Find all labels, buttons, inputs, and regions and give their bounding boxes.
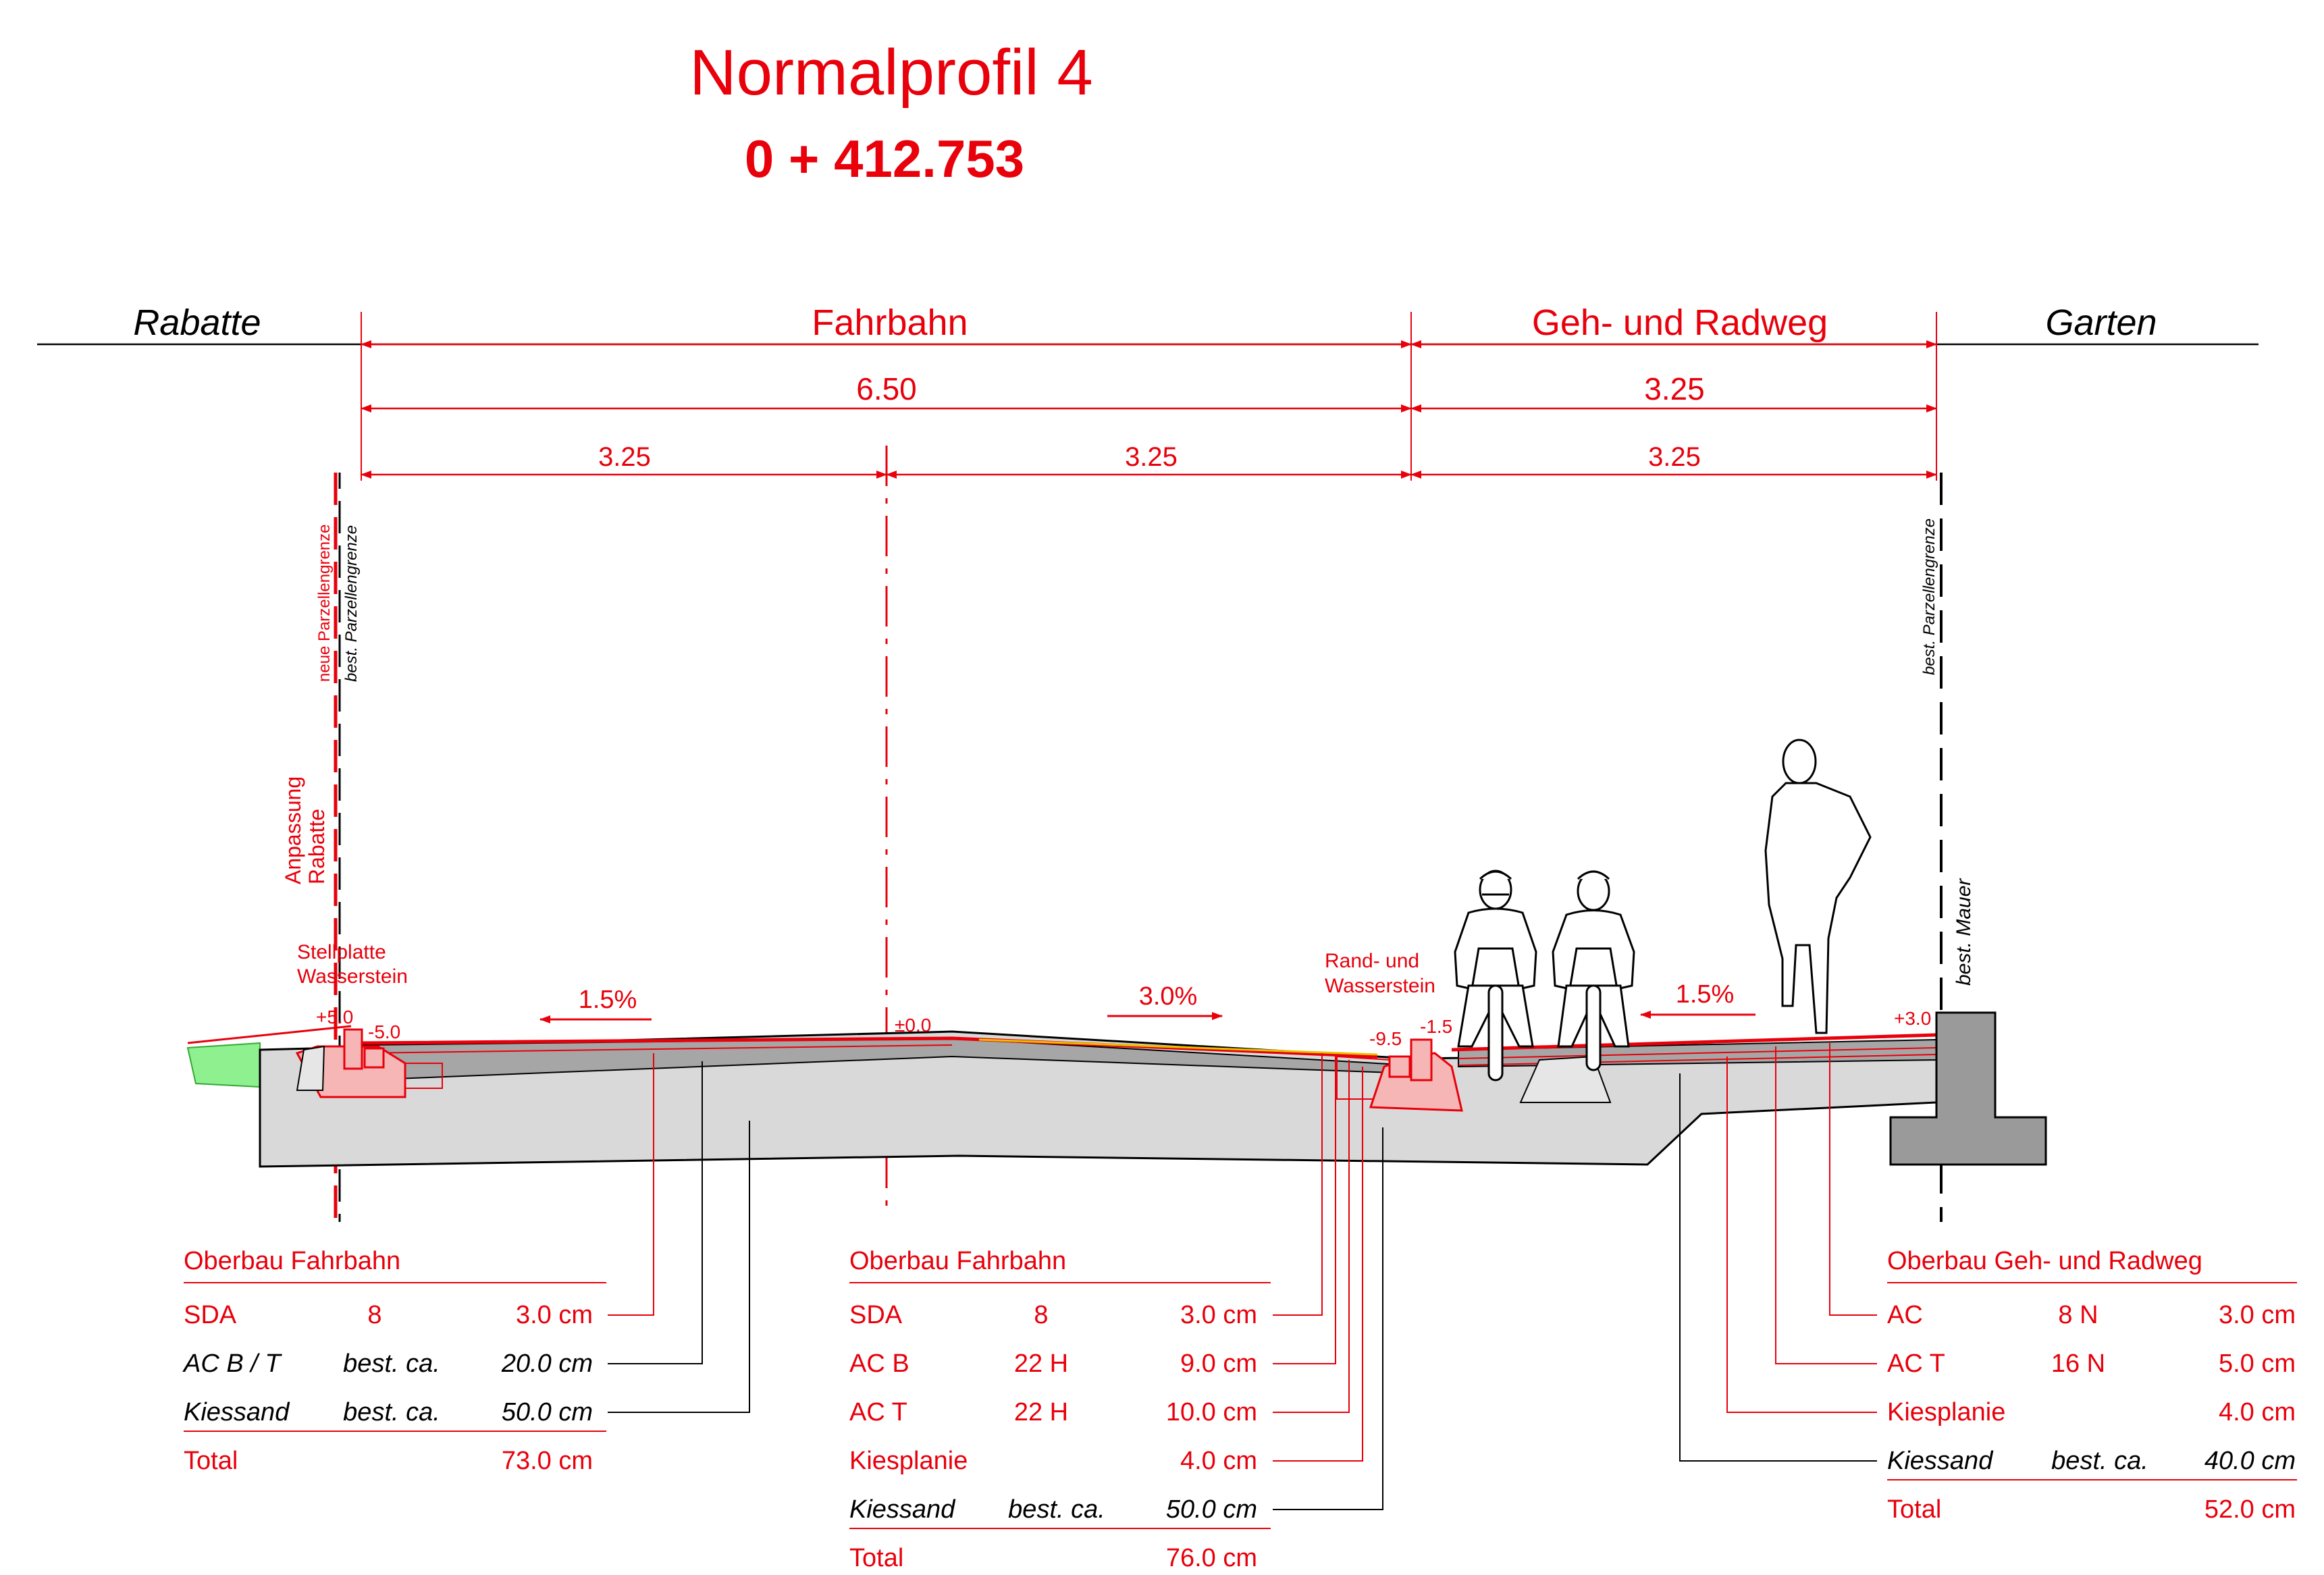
cyclist-figure-2 bbox=[1552, 870, 1635, 1071]
table-cell-value: 5.0 cm bbox=[2219, 1350, 2296, 1378]
height-minus1-5: -1.5 bbox=[1420, 1016, 1452, 1037]
dim-lane-left: 3.25 bbox=[598, 442, 651, 472]
height-minus5: -5.0 bbox=[368, 1021, 400, 1042]
table-total-value: 76.0 cm bbox=[1166, 1544, 1257, 1572]
table-cell-spec: best. ca. bbox=[343, 1398, 440, 1426]
table-cell-value: 3.0 cm bbox=[516, 1301, 593, 1329]
label-wasserstein-right: Wasserstein bbox=[1325, 975, 1435, 997]
height-plus5: +5.0 bbox=[316, 1007, 353, 1027]
table-oberbau-gehweg: Oberbau Geh- und Radweg AC 8 N 3.0 cm AC… bbox=[1887, 1247, 2297, 1524]
table-cell-value: 50.0 cm bbox=[502, 1398, 593, 1426]
table-cell-name: AC T bbox=[849, 1398, 907, 1426]
pedestrian-figure bbox=[1764, 739, 1872, 1034]
table-cell-name: AC T bbox=[1887, 1350, 1945, 1378]
table-oberbau-fahrbahn-left: Oberbau Fahrbahn SDA 8 3.0 cm AC B / T b… bbox=[182, 1247, 606, 1475]
height-zero: ±0.0 bbox=[895, 1015, 931, 1036]
table-total-value: 73.0 cm bbox=[502, 1447, 593, 1475]
table-title: Oberbau Fahrbahn bbox=[184, 1247, 400, 1275]
left-curb-stone bbox=[343, 1028, 363, 1070]
zone-label-gehweg: Geh- und Radweg bbox=[1532, 302, 1828, 343]
drawing-title: Normalprofil 4 bbox=[689, 36, 1093, 109]
dim-gehweg-total: 3.25 bbox=[1644, 371, 1705, 406]
yellow-marking-line bbox=[978, 1038, 1378, 1056]
table-total-label: Total bbox=[184, 1447, 238, 1475]
label-neue-parzellengrenze: neue Parzellengrenze bbox=[315, 525, 334, 683]
table-total-label: Total bbox=[849, 1544, 903, 1572]
surface-course-sda bbox=[361, 1036, 1378, 1059]
left-water-stone bbox=[363, 1047, 385, 1069]
right-curb-stone bbox=[1410, 1038, 1433, 1082]
table-cell-value: 3.0 cm bbox=[2219, 1301, 2296, 1329]
table-cell-spec: best. ca. bbox=[343, 1350, 440, 1378]
right-water-stone bbox=[1388, 1055, 1411, 1078]
label-rabatte-adjust: Rabatte bbox=[305, 809, 329, 884]
table-cell-spec: best. ca. bbox=[2051, 1447, 2148, 1475]
leader-lines-black bbox=[608, 1061, 1877, 1510]
table-cell-name: SDA bbox=[184, 1301, 237, 1329]
table-cell-name: Kiessand bbox=[849, 1495, 956, 1524]
table-total-value: 52.0 cm bbox=[2204, 1495, 2296, 1524]
label-stellplatte: Stellplatte bbox=[297, 941, 386, 963]
table-cell-name: AC B bbox=[849, 1350, 909, 1378]
table-oberbau-fahrbahn-center: Oberbau Fahrbahn SDA 8 3.0 cm AC B 22 H … bbox=[849, 1247, 1271, 1572]
table-cell-value: 4.0 cm bbox=[2219, 1398, 2296, 1426]
table-cell-name: Kiessand bbox=[184, 1398, 290, 1426]
table-cell-value: 40.0 cm bbox=[2204, 1447, 2296, 1475]
table-cell-value: 4.0 cm bbox=[1180, 1447, 1257, 1475]
height-plus3: +3.0 bbox=[1894, 1008, 1931, 1029]
table-cell-value: 10.0 cm bbox=[1166, 1398, 1257, 1426]
table-cell-value: 9.0 cm bbox=[1180, 1350, 1257, 1378]
table-cell-spec: 8 N bbox=[2058, 1301, 2098, 1329]
label-best-mauer: best. Mauer bbox=[1953, 878, 1975, 986]
table-cell-name: AC bbox=[1887, 1301, 1923, 1329]
label-anpassung: Anpassung bbox=[281, 776, 305, 884]
station-label: 0 + 412.753 bbox=[745, 129, 1024, 188]
table-cell-name: Kiesplanie bbox=[849, 1447, 968, 1475]
label-best-parzellengrenze-left: best. Parzellengrenze bbox=[342, 525, 361, 682]
slope-label-gehweg: 1.5% bbox=[1676, 980, 1735, 1009]
label-best-parzellengrenze-right: best. Parzellengrenze bbox=[1920, 518, 1938, 675]
table-cell-spec: best. ca. bbox=[1008, 1495, 1105, 1524]
table-cell-spec: 16 N bbox=[2051, 1350, 2105, 1378]
dim-fahrbahn-total: 6.50 bbox=[856, 371, 917, 406]
slope-label-left: 1.5% bbox=[579, 986, 637, 1014]
table-cell-name: AC B / T bbox=[182, 1350, 282, 1378]
dim-gehweg-part: 3.25 bbox=[1648, 442, 1701, 472]
table-title: Oberbau Geh- und Radweg bbox=[1887, 1247, 2202, 1275]
table-cell-spec: 8 bbox=[1034, 1301, 1048, 1329]
rabatte-green-area bbox=[186, 1042, 261, 1088]
table-cell-name: SDA bbox=[849, 1301, 903, 1329]
zone-label-fahrbahn: Fahrbahn bbox=[812, 302, 968, 343]
zone-label-garten: Garten bbox=[2045, 302, 2157, 343]
existing-curb-left bbox=[296, 1045, 325, 1091]
existing-wall bbox=[1889, 1011, 2047, 1166]
dimension-lines bbox=[361, 340, 1937, 479]
zone-label-rabatte: Rabatte bbox=[133, 302, 261, 343]
table-total-label: Total bbox=[1887, 1495, 1941, 1524]
rabatte-adjustment-line bbox=[187, 1025, 352, 1044]
height-minus9-5: -9.5 bbox=[1369, 1028, 1402, 1049]
table-cell-value: 3.0 cm bbox=[1180, 1301, 1257, 1329]
table-cell-value: 50.0 cm bbox=[1166, 1495, 1257, 1524]
table-cell-name: Kiessand bbox=[1887, 1447, 1994, 1475]
dim-lane-right: 3.25 bbox=[1125, 442, 1178, 472]
label-wasserstein-left: Wasserstein bbox=[297, 965, 408, 988]
table-cell-spec: 22 H bbox=[1014, 1398, 1068, 1426]
cyclist-figure-1 bbox=[1454, 870, 1537, 1082]
label-rand-und: Rand- und bbox=[1325, 950, 1419, 972]
table-cell-spec: 8 bbox=[367, 1301, 381, 1329]
slope-label-right: 3.0% bbox=[1139, 982, 1198, 1011]
table-title: Oberbau Fahrbahn bbox=[849, 1247, 1066, 1275]
table-cell-name: Kiesplanie bbox=[1887, 1398, 2005, 1426]
table-cell-spec: 22 H bbox=[1014, 1350, 1068, 1378]
table-cell-value: 20.0 cm bbox=[501, 1350, 593, 1378]
leader-lines-red bbox=[608, 1043, 1877, 1462]
